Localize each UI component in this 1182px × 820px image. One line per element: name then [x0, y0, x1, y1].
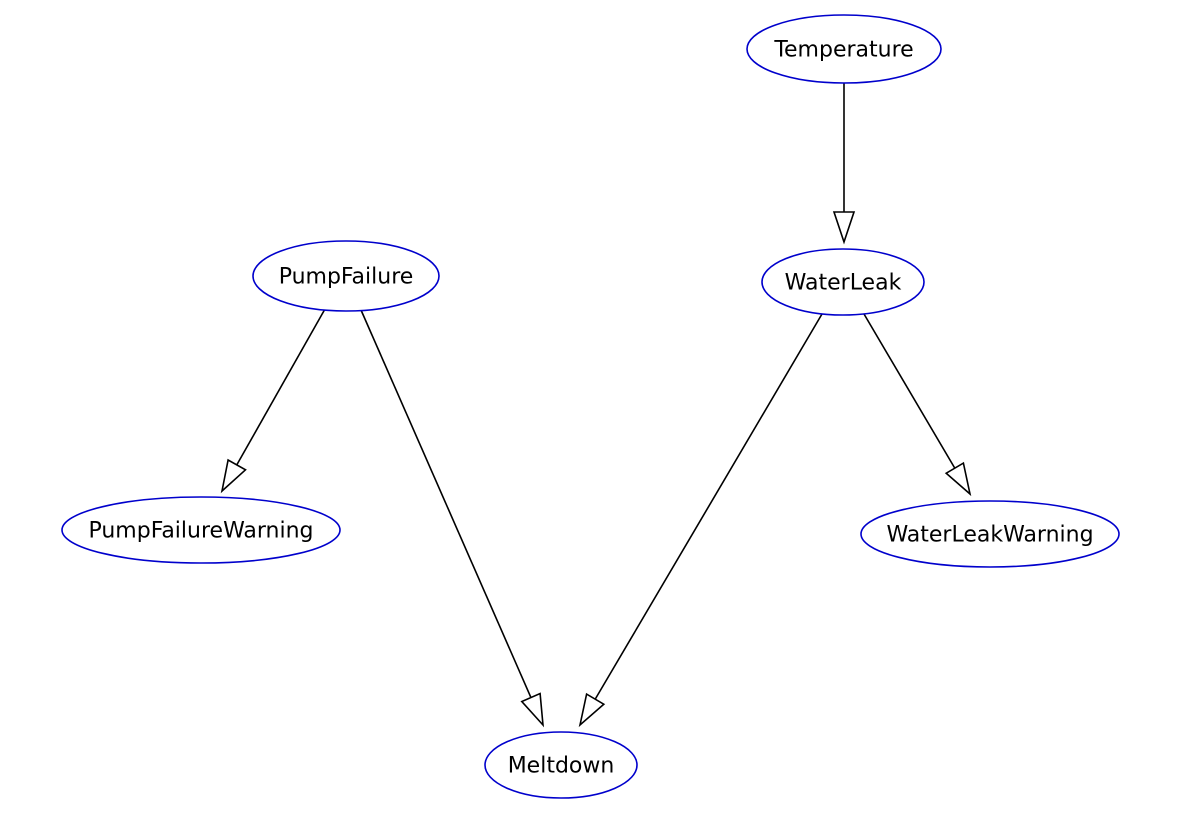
arrowhead-icon: [832, 211, 856, 245]
node-label: Temperature: [773, 38, 913, 63]
arrowhead-icon: [520, 692, 545, 728]
node-pumpfailure[interactable]: PumpFailure: [252, 240, 440, 312]
node-pumpfailurewarning[interactable]: PumpFailureWarning: [61, 496, 341, 564]
node-ellipse[interactable]: [61, 496, 341, 564]
node-temperature[interactable]: Temperature: [746, 14, 942, 84]
edge-waterleak-to-meltdown: [578, 313, 823, 728]
node-label: PumpFailureWarning: [88, 519, 313, 544]
edge-waterleak-to-waterleakwarning: [863, 313, 972, 497]
node-label: WaterLeak: [785, 271, 902, 296]
node-meltdown[interactable]: Meltdown: [484, 731, 638, 799]
edge-line: [863, 313, 956, 469]
node-waterleak[interactable]: WaterLeak: [761, 248, 925, 316]
node-ellipse[interactable]: [761, 248, 925, 316]
edge-pumpfailure-to-meltdown: [360, 309, 545, 728]
node-ellipse[interactable]: [484, 731, 638, 799]
arrowhead-icon: [220, 458, 247, 494]
edge-temperature-to-waterleak: [832, 83, 856, 245]
node-waterleakwarning[interactable]: WaterLeakWarning: [860, 500, 1120, 568]
arrowhead-icon: [944, 461, 972, 497]
node-ellipse[interactable]: [746, 14, 942, 84]
edge-line: [236, 308, 326, 466]
edge-line: [360, 309, 532, 698]
arrowhead-icon: [578, 692, 606, 728]
node-label: Meltdown: [508, 754, 615, 779]
node-label: PumpFailure: [279, 265, 414, 290]
node-ellipse[interactable]: [252, 240, 440, 312]
edge-line: [594, 313, 823, 700]
edges-layer: [220, 83, 972, 728]
node-ellipse[interactable]: [860, 500, 1120, 568]
edge-pumpfailure-to-pumpfailurewarning: [220, 308, 326, 494]
node-label: WaterLeakWarning: [886, 523, 1093, 548]
